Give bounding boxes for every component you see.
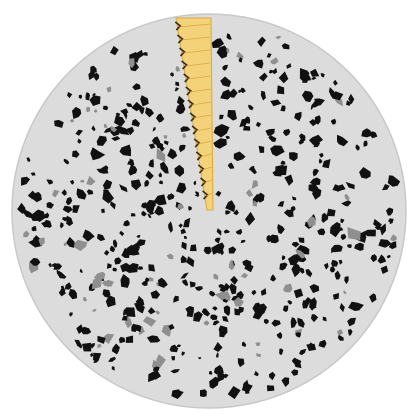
aggregate-particle	[131, 213, 136, 216]
aggregate-particle	[126, 307, 135, 317]
aggregate-particle	[267, 385, 275, 391]
aggregate-particle	[200, 389, 207, 397]
aggregate-particle	[243, 126, 250, 131]
aggregate-particle	[101, 209, 105, 214]
